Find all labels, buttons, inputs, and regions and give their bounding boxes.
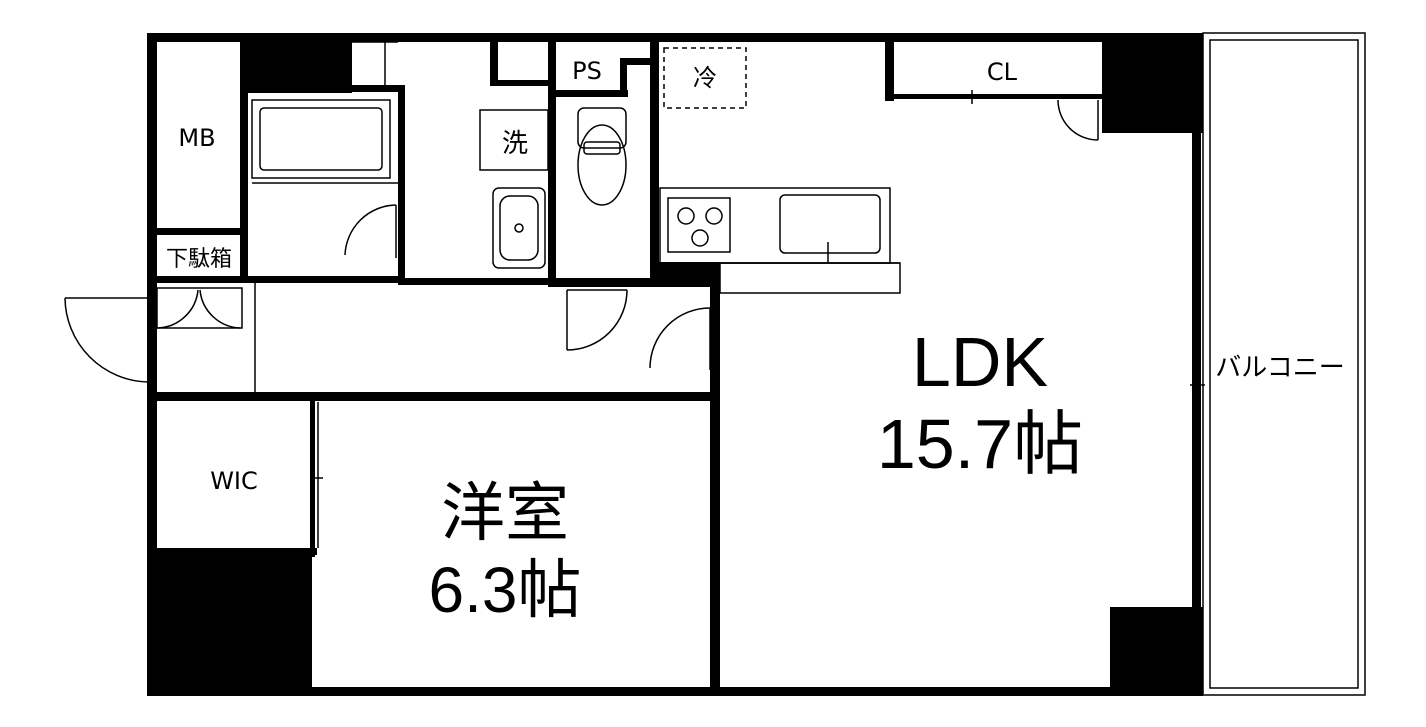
western-room-size: 6.3帖 [429,554,582,626]
fixtures [64,41,1205,570]
ldk-name: LDK [912,323,1048,401]
structural-columns [147,33,1203,695]
washbasin-icon [492,187,546,269]
ps-label: PS [572,57,602,85]
bathtub-icon [251,99,391,179]
kitchen-sink-icon [779,194,881,262]
western-room-name: 洋室 [441,477,569,549]
shoe-box-label: 下駄箱 [166,247,232,272]
toilet-icon [577,107,627,206]
labels: MB 下駄箱 洗 PS 冷 CL WIC バルコニー LDK 15.7帖 洋室 … [166,57,1345,626]
balcony [1202,32,1366,696]
fridge-space [663,47,747,109]
ldk-size: 15.7帖 [877,405,1083,483]
closet-label: CL [987,58,1018,86]
stove-icon [667,197,731,253]
mb-label: MB [178,124,215,152]
washer-label: 洗 [502,129,528,159]
fridge-label: 冷 [693,64,717,92]
door-swing-icon [344,204,397,256]
wic-label: WIC [210,467,258,495]
balcony-label: バルコニー [1215,353,1344,383]
